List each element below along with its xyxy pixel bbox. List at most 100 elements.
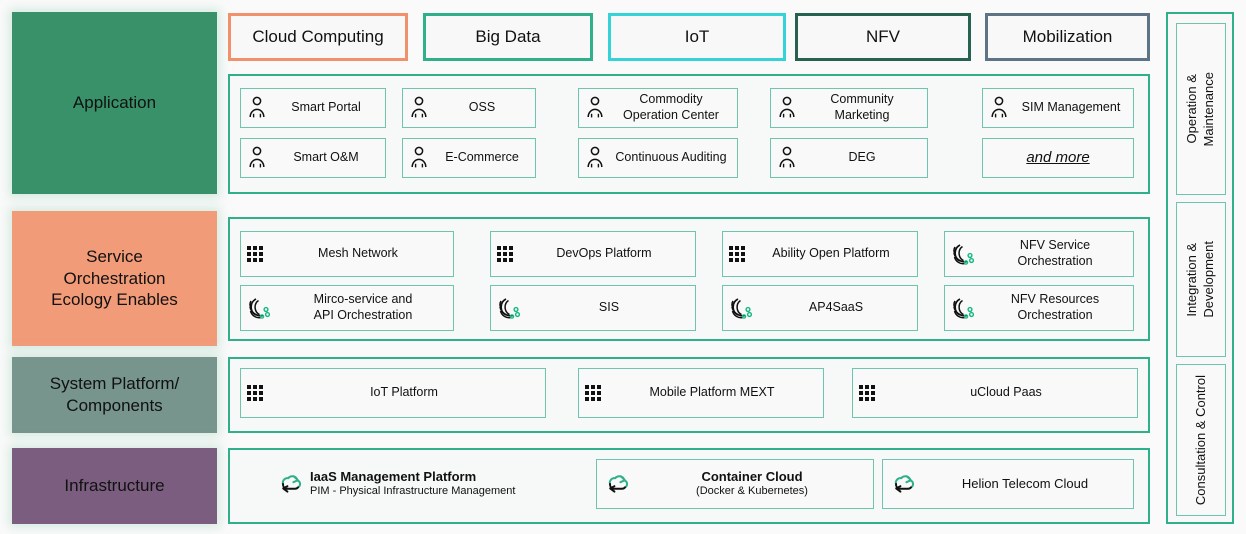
rail-item-integration-development[interactable]: Integration & Development bbox=[1176, 202, 1226, 357]
orchestration-swoosh-icon-svg bbox=[731, 298, 753, 319]
rail-item-consultation-control[interactable]: Consultation & Control bbox=[1176, 364, 1226, 516]
app-item-sim-management[interactable]: SIM Management bbox=[982, 88, 1134, 128]
service-item-sis[interactable]: SIS bbox=[490, 285, 696, 331]
service-item-nfv-service-orchestration-label: NFV Service Orchestration bbox=[1017, 238, 1093, 268]
grid-dots-icon bbox=[859, 385, 875, 401]
side-rail: Operation & Maintenance Integration & De… bbox=[1166, 12, 1234, 524]
app-item-community-marketing-label: Community Marketing bbox=[830, 92, 894, 122]
app-item-sim-management-label: SIM Management bbox=[1021, 100, 1121, 115]
app-item-e-commerce-label: E-Commerce bbox=[445, 150, 519, 165]
infra-item-helion-telecom-cloud[interactable]: Helion Telecom Cloud bbox=[882, 459, 1134, 509]
layer-label-application: Application bbox=[12, 12, 217, 194]
tab-cloud-computing[interactable]: Cloud Computing bbox=[228, 13, 408, 61]
orchestration-swoosh-icon-svg bbox=[953, 244, 975, 265]
infra-item-helion-telecom-cloud-label: Helion Telecom Cloud bbox=[961, 475, 1089, 491]
orchestration-swoosh-icon bbox=[497, 296, 523, 320]
app-item-continuous-auditing[interactable]: Continuous Auditing bbox=[578, 138, 738, 178]
grid-dots-icon-svg bbox=[729, 246, 745, 262]
person-icon-svg bbox=[249, 146, 265, 168]
cloud-refresh-icon-svg bbox=[281, 475, 302, 493]
orchestration-swoosh-icon-svg bbox=[249, 298, 271, 319]
cloud-refresh-icon bbox=[276, 472, 304, 496]
person-icon bbox=[409, 146, 429, 170]
service-item-devops-platform[interactable]: DevOps Platform bbox=[490, 231, 696, 277]
person-icon bbox=[247, 96, 267, 120]
layer-label-infrastructure: Infrastructure bbox=[12, 448, 217, 524]
person-icon bbox=[409, 96, 429, 120]
service-item-ability-open-platform-label: Ability Open Platform bbox=[772, 246, 890, 261]
app-item-and-more-label: and more bbox=[1026, 148, 1090, 166]
person-icon-svg bbox=[779, 96, 795, 118]
tab-iot[interactable]: IoT bbox=[608, 13, 786, 61]
orchestration-swoosh-icon bbox=[951, 242, 977, 266]
tab-big-data[interactable]: Big Data bbox=[423, 13, 593, 61]
system-item-mobile-platform-mext[interactable]: Mobile Platform MEXT bbox=[578, 368, 824, 418]
grid-dots-icon-svg bbox=[247, 246, 263, 262]
service-item-ap4saas-label: AP4SaaS bbox=[808, 300, 864, 315]
service-item-mesh-network[interactable]: Mesh Network bbox=[240, 231, 454, 277]
app-item-oss-label: OSS bbox=[468, 100, 496, 115]
app-item-smart-portal-label: Smart Portal bbox=[291, 100, 361, 115]
infra-item-container-cloud-label: Container Cloud(Docker & Kubernetes) bbox=[696, 469, 808, 498]
service-item-mirco-service-and-api-orchestration[interactable]: Mirco-service and API Orchestration bbox=[240, 285, 454, 331]
app-item-smart-o-m-label: Smart O&M bbox=[293, 150, 359, 165]
service-item-devops-platform-label: DevOps Platform bbox=[556, 246, 652, 261]
app-item-deg-label: DEG bbox=[848, 150, 876, 165]
tab-mobilization[interactable]: Mobilization bbox=[985, 13, 1150, 61]
grid-dots-icon bbox=[497, 246, 513, 262]
cloud-refresh-icon-svg bbox=[894, 475, 915, 493]
service-item-nfv-resources-orchestration[interactable]: NFV Resources Orchestration bbox=[944, 285, 1134, 331]
infra-item-container-cloud[interactable]: Container Cloud(Docker & Kubernetes) bbox=[596, 459, 874, 509]
app-item-smart-o-m[interactable]: Smart O&M bbox=[240, 138, 386, 178]
app-item-deg[interactable]: DEG bbox=[770, 138, 928, 178]
grid-dots-icon-svg bbox=[859, 385, 875, 401]
service-item-ability-open-platform[interactable]: Ability Open Platform bbox=[722, 231, 918, 277]
person-icon bbox=[247, 146, 267, 170]
service-item-sis-label: SIS bbox=[598, 300, 620, 315]
layer-label-system-platform-text: System Platform/ Components bbox=[49, 374, 180, 415]
app-item-smart-portal[interactable]: Smart Portal bbox=[240, 88, 386, 128]
grid-dots-icon-svg bbox=[497, 246, 513, 262]
system-item-ucloud-paas[interactable]: uCloud Paas bbox=[852, 368, 1138, 418]
app-item-continuous-auditing-label: Continuous Auditing bbox=[615, 150, 727, 165]
system-item-iot-platform-label: IoT Platform bbox=[370, 385, 438, 400]
person-icon-svg bbox=[411, 146, 427, 168]
service-item-nfv-resources-orchestration-label: NFV Resources Orchestration bbox=[1010, 292, 1100, 322]
person-icon bbox=[777, 96, 797, 120]
layer-label-application-text: Application bbox=[72, 93, 157, 113]
grid-dots-icon bbox=[585, 385, 601, 401]
rail-item-operation-maintenance-label: Operation & Maintenance bbox=[1184, 71, 1216, 147]
system-item-iot-platform[interactable]: IoT Platform bbox=[240, 368, 546, 418]
service-item-mirco-service-and-api-orchestration-label: Mirco-service and API Orchestration bbox=[313, 292, 413, 322]
layer-label-system-platform: System Platform/ Components bbox=[12, 357, 217, 433]
rail-item-operation-maintenance[interactable]: Operation & Maintenance bbox=[1176, 23, 1226, 195]
grid-dots-icon bbox=[247, 246, 263, 262]
person-icon-svg bbox=[587, 146, 603, 168]
cloud-refresh-icon bbox=[889, 472, 917, 496]
person-icon-svg bbox=[249, 96, 265, 118]
tab-big-data-label: Big Data bbox=[475, 27, 541, 46]
service-item-ap4saas[interactable]: AP4SaaS bbox=[722, 285, 918, 331]
app-item-community-marketing[interactable]: Community Marketing bbox=[770, 88, 928, 128]
person-icon-svg bbox=[991, 96, 1007, 118]
service-item-mesh-network-label: Mesh Network bbox=[318, 246, 398, 261]
person-icon bbox=[585, 146, 605, 170]
tab-mobilization-label: Mobilization bbox=[1022, 27, 1113, 46]
app-item-oss[interactable]: OSS bbox=[402, 88, 536, 128]
rail-item-integration-development-label: Integration & Development bbox=[1184, 241, 1216, 318]
app-item-e-commerce[interactable]: E-Commerce bbox=[402, 138, 536, 178]
system-item-ucloud-paas-label: uCloud Paas bbox=[970, 385, 1042, 400]
person-icon bbox=[777, 146, 797, 170]
orchestration-swoosh-icon bbox=[951, 296, 977, 320]
app-item-and-more[interactable]: and more bbox=[982, 138, 1134, 178]
app-item-commodity-operation-center-label: Commodity Operation Center bbox=[623, 92, 719, 122]
tab-nfv[interactable]: NFV bbox=[795, 13, 971, 61]
grid-dots-icon-svg bbox=[585, 385, 601, 401]
app-item-commodity-operation-center[interactable]: Commodity Operation Center bbox=[578, 88, 738, 128]
service-item-nfv-service-orchestration[interactable]: NFV Service Orchestration bbox=[944, 231, 1134, 277]
cloud-refresh-icon bbox=[603, 472, 631, 496]
tab-cloud-computing-label: Cloud Computing bbox=[252, 27, 384, 46]
tab-iot-label: IoT bbox=[684, 27, 710, 46]
